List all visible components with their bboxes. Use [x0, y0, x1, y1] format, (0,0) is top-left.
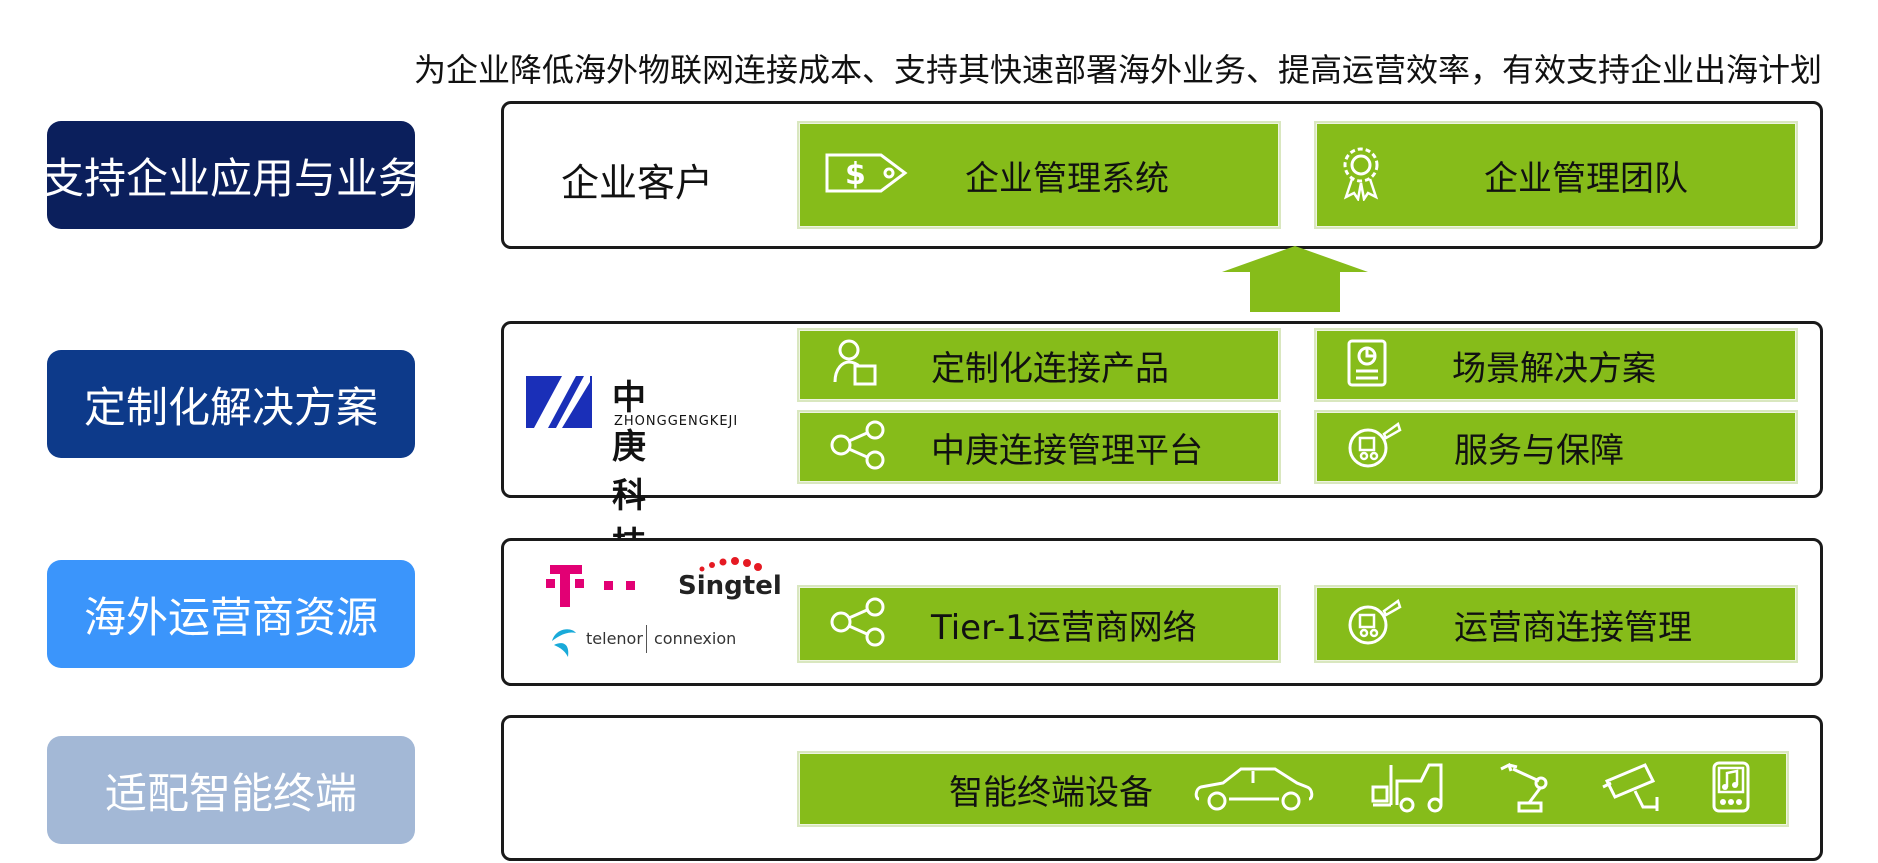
- layer-label-smart-terminals: 适配智能终端: [47, 736, 415, 844]
- item-label: Tier-1运营商网络: [931, 607, 1197, 648]
- item-label: 场景解决方案: [1452, 348, 1656, 389]
- service-tools-icon: [1346, 420, 1402, 474]
- security-camera-icon: [1601, 761, 1663, 817]
- item-label: 服务与保障: [1454, 430, 1624, 471]
- layer-label-enterprise-apps: 支持企业应用与业务: [47, 121, 415, 229]
- item-tier1-carrier-network: Tier-1运营商网络: [797, 585, 1281, 663]
- logo-divider: [646, 625, 647, 653]
- item-custom-connection-product: 定制化连接产品: [797, 328, 1281, 402]
- service-tools-icon: [1346, 597, 1402, 651]
- user-document-icon: [833, 338, 879, 392]
- item-smart-terminal-devices: 智能终端设备: [797, 751, 1789, 827]
- zhonggeng-logo-en: ZHONGGENGKEJI: [614, 414, 739, 429]
- layer-label-custom-solutions: 定制化解决方案: [47, 350, 415, 458]
- robot-arm-icon: [1499, 761, 1553, 817]
- forklift-icon: [1371, 761, 1451, 817]
- award-ribbon-icon: [1338, 145, 1384, 205]
- layer-label-overseas-carriers: 海外运营商资源: [47, 560, 415, 668]
- telenor-wordmark: telenor: [586, 629, 643, 648]
- zhonggeng-logo-mark: [526, 376, 592, 428]
- item-scenario-solutions: 场景解决方案: [1314, 328, 1798, 402]
- zhonggeng-logo-cn: 中庚科技: [612, 378, 648, 565]
- headline: 为企业降低海外物联网连接成本、支持其快速部署海外业务、提高运营效率，有效支持企业…: [414, 51, 1823, 89]
- singtel-wordmark: Singtel: [678, 571, 782, 601]
- share-network-icon: [829, 597, 887, 651]
- item-enterprise-management-system: $ 企业管理系统: [797, 121, 1281, 229]
- item-label: 企业管理团队: [1484, 158, 1688, 199]
- up-arrow-icon: [1222, 246, 1368, 312]
- price-tag-icon: $: [823, 151, 909, 199]
- report-chart-icon: [1346, 338, 1388, 392]
- share-network-icon: [829, 420, 887, 474]
- panel-title-enterprise-customers: 企业客户: [561, 161, 714, 205]
- telenor-connexion-logo: telenor connexion: [546, 621, 746, 661]
- item-service-and-support: 服务与保障: [1314, 410, 1798, 484]
- item-label: 企业管理系统: [965, 158, 1169, 199]
- car-icon: [1193, 761, 1315, 817]
- tmobile-logo: [546, 561, 635, 611]
- item-label: 智能终端设备: [949, 772, 1153, 813]
- item-zhonggeng-connection-platform: 中庚连接管理平台: [797, 410, 1281, 484]
- connexion-wordmark: connexion: [654, 629, 737, 648]
- svg-text:$: $: [845, 157, 866, 192]
- item-enterprise-management-team: 企业管理团队: [1314, 121, 1798, 229]
- item-label: 定制化连接产品: [931, 348, 1169, 389]
- music-player-icon: [1711, 761, 1751, 817]
- singtel-logo: Singtel: [678, 555, 782, 605]
- item-label: 运营商连接管理: [1454, 607, 1692, 648]
- item-carrier-connection-management: 运营商连接管理: [1314, 585, 1798, 663]
- item-label: 中庚连接管理平台: [931, 430, 1203, 471]
